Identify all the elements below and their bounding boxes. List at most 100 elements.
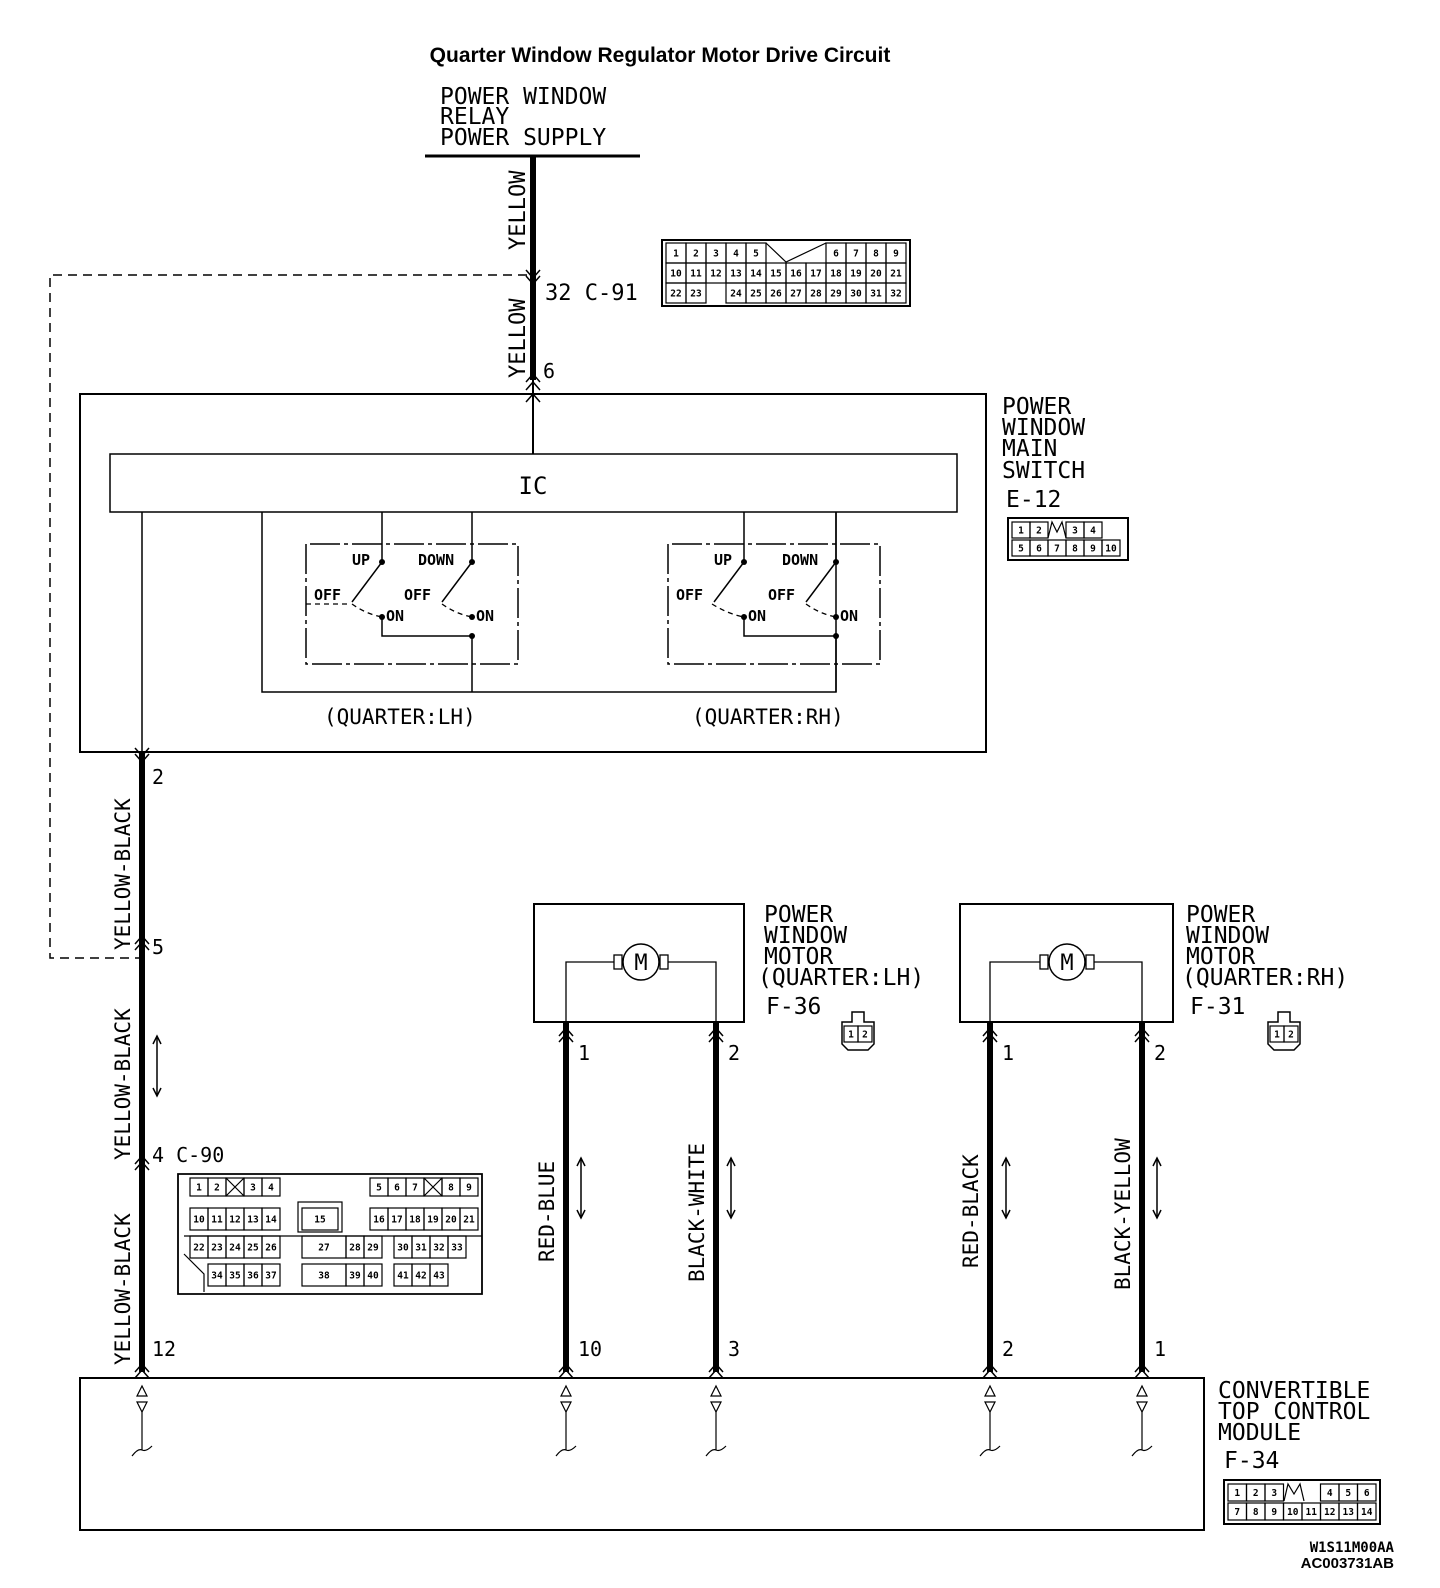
f34-pin: 10 xyxy=(1287,1507,1299,1518)
motor-lh-symbol: M xyxy=(565,943,717,1022)
c91-pin: 16 xyxy=(790,269,802,280)
c91-pin: 6 xyxy=(833,249,839,260)
c90-pin: 38 xyxy=(318,1271,330,1282)
c90-pin: 32 xyxy=(433,1243,444,1254)
rh-off-label-1: OFF xyxy=(676,586,703,604)
motor-rh-symbol: M xyxy=(989,943,1143,1022)
control-module-box xyxy=(79,1377,1205,1531)
code-label-2: AC003731AB xyxy=(1301,1555,1395,1572)
c90-pin: 30 xyxy=(397,1243,409,1254)
motor-lh-pin2-label: 2 xyxy=(728,1041,740,1065)
motor-lh-box xyxy=(533,903,745,1023)
f34-connector-label: F-34 xyxy=(1224,1448,1279,1474)
pin5-label: 5 xyxy=(152,935,164,959)
pin6-connector-mark xyxy=(525,372,541,391)
c90-pin: 24 xyxy=(229,1243,241,1254)
c90-pin: 13 xyxy=(247,1215,259,1226)
c90-pin: 5 xyxy=(376,1183,382,1194)
c91-pin: 9 xyxy=(893,249,899,260)
f31-pin: 2 xyxy=(1288,1030,1294,1041)
c90-pin: 27 xyxy=(318,1243,329,1254)
supply-label-line2: RELAY xyxy=(440,104,509,130)
switch-name-line4: SWITCH xyxy=(1002,458,1085,484)
motor-lh-line2: WINDOW xyxy=(764,923,847,949)
c90-pin: 34 xyxy=(211,1271,223,1282)
c91-pin: 12 xyxy=(710,269,721,280)
f34-pin: 1 xyxy=(1234,1488,1240,1499)
c91-pin: 1 xyxy=(673,249,679,260)
c91-pin: 32 xyxy=(890,289,901,300)
c90-pin: 33 xyxy=(451,1243,463,1254)
c90-pin: 37 xyxy=(265,1271,276,1282)
motor-rh-pin2-label: 2 xyxy=(1154,1041,1166,1065)
motor-rh-line4: (QUARTER:RH) xyxy=(1182,965,1348,991)
c91-pin: 11 xyxy=(690,269,702,280)
c90-pin: 43 xyxy=(433,1271,445,1282)
lh-quarter-label: (QUARTER:LH) xyxy=(324,705,476,729)
rh-switch-group: UP DOWN OFF OFF ON ON xyxy=(667,512,881,692)
c90-pin: 11 xyxy=(211,1215,223,1226)
switch-name-line1: POWER xyxy=(1002,394,1071,420)
c91-pin: 7 xyxy=(853,249,859,260)
f36-connector-label: F-36 xyxy=(766,994,821,1020)
switch-name-line3: MAIN xyxy=(1002,436,1057,462)
module-pin-3-label: 3 xyxy=(728,1337,740,1361)
c90-pin: 41 xyxy=(397,1271,409,1282)
module-line2: TOP CONTROL xyxy=(1218,1399,1370,1425)
c90-pin: 18 xyxy=(409,1215,421,1226)
c90-pin: 15 xyxy=(314,1215,326,1226)
c90-pin: 12 xyxy=(229,1215,240,1226)
module-terminals xyxy=(131,1384,1153,1457)
dashed-shield-line xyxy=(49,274,527,959)
f34-pin: 4 xyxy=(1327,1488,1333,1499)
lh-on-label-2: ON xyxy=(476,607,494,625)
c91-connector-mark xyxy=(525,269,541,286)
c90-pin: 20 xyxy=(445,1215,457,1226)
motor-rh-line1: POWER xyxy=(1186,902,1255,928)
motor-wires xyxy=(558,1022,1150,1379)
ic-label: IC xyxy=(519,472,548,500)
f31-pin: 1 xyxy=(1274,1030,1280,1041)
c91-pin: 4 xyxy=(733,249,739,260)
lh-switch-group: UP DOWN OFF OFF ON ON xyxy=(305,512,519,692)
c90-pin: 28 xyxy=(349,1243,361,1254)
c90-pin: 36 xyxy=(247,1271,259,1282)
red-blue-label: RED-BLUE xyxy=(535,1161,559,1262)
ic-box xyxy=(109,453,958,513)
c91-pin: 5 xyxy=(753,249,759,260)
c90-pin: 17 xyxy=(391,1215,402,1226)
c90-pin: 35 xyxy=(229,1271,241,1282)
c90-pin: 9 xyxy=(466,1183,472,1194)
c90-pin: 3 xyxy=(250,1183,256,1194)
module-pin-10-label: 10 xyxy=(578,1337,602,1361)
c90-pin: 25 xyxy=(247,1243,259,1254)
f36-pin: 1 xyxy=(848,1030,854,1041)
f34-pin: 12 xyxy=(1324,1507,1335,1518)
supply-label-line1: POWER WINDOW xyxy=(440,84,606,110)
switch-name-line2: WINDOW xyxy=(1002,415,1085,441)
c91-pin: 3 xyxy=(713,249,719,260)
c90-pin: 23 xyxy=(211,1243,223,1254)
pin12-label: 12 xyxy=(152,1337,176,1361)
c90-pin: 8 xyxy=(448,1183,454,1194)
motor-wire-direction-arrows xyxy=(576,1156,1162,1220)
c90-pin: 2 xyxy=(214,1183,220,1194)
c90-pin: 29 xyxy=(367,1243,379,1254)
e12-pin: 6 xyxy=(1036,544,1042,555)
c91-pin: 25 xyxy=(750,289,762,300)
c91-pin: 20 xyxy=(870,269,882,280)
lh-up-label: UP xyxy=(352,551,370,569)
f34-pin: 9 xyxy=(1271,1507,1277,1518)
black-yellow-label: BLACK-YELLOW xyxy=(1111,1138,1135,1290)
c90-pin: 22 xyxy=(193,1243,204,1254)
c91-pin: 22 xyxy=(670,289,681,300)
lh-on-label-1: ON xyxy=(386,607,404,625)
module-pin-2-label: 2 xyxy=(1002,1337,1014,1361)
c91-pin: 23 xyxy=(690,289,702,300)
e12-pin: 2 xyxy=(1036,526,1042,537)
pin6-label: 6 xyxy=(543,359,555,383)
yellow-black-label-1: YELLOW-BLACK xyxy=(111,798,135,950)
yellow-black-label-2: YELLOW-BLACK xyxy=(111,1008,135,1160)
